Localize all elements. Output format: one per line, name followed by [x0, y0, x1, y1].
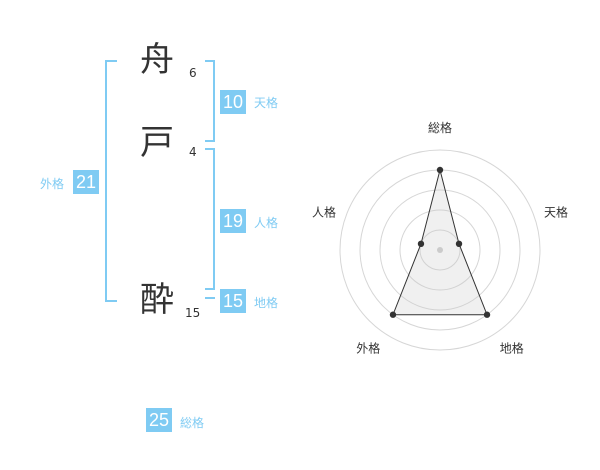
jinkaku-label: 人格 — [254, 216, 279, 230]
radar-series-area — [392, 169, 488, 316]
stroke-count-1: 6 — [189, 66, 197, 80]
tenkaku-label: 天格 — [254, 96, 279, 110]
gaikaku-label: 外格 — [40, 177, 65, 191]
radar-axis-label: 天格 — [544, 204, 568, 219]
radar-axis-label: 総格 — [428, 120, 452, 135]
chikaku-tick — [205, 297, 215, 299]
radar-data-point — [417, 240, 425, 248]
soukaku-label: 総格 — [180, 416, 205, 430]
outer-bracket — [105, 60, 117, 302]
radar-grid-ring — [419, 229, 461, 271]
stroke-count-2: 4 — [189, 145, 197, 159]
soukaku-value: 25 — [146, 408, 172, 432]
radar-data-point — [483, 311, 491, 318]
gaikaku-value: 21 — [73, 170, 99, 194]
jinkaku-value: 19 — [220, 209, 246, 233]
tenkaku-value: 10 — [220, 90, 246, 114]
radar-grid-ring — [379, 189, 501, 311]
chikaku-value: 15 — [220, 289, 246, 313]
radar-axis-label: 外格 — [356, 341, 380, 356]
radar-center — [437, 247, 443, 253]
radar-grid-ring — [399, 209, 481, 291]
radar-axis-label: 地格 — [500, 341, 524, 356]
tenkaku-bracket — [205, 60, 215, 142]
stroke-count-3: 15 — [185, 306, 201, 320]
radar-grid-ring — [339, 149, 541, 351]
jinkaku-bracket — [205, 148, 215, 290]
radar-data-point — [436, 166, 444, 174]
name-char-2: 戸 — [140, 123, 174, 163]
name-char-1: 舟 — [140, 40, 174, 80]
radar-data-point — [389, 311, 397, 318]
name-char-3: 酔 — [140, 280, 174, 320]
chikaku-label: 地格 — [254, 296, 279, 310]
radar-data-point — [455, 240, 463, 248]
radar-axis-label: 人格 — [312, 204, 336, 219]
